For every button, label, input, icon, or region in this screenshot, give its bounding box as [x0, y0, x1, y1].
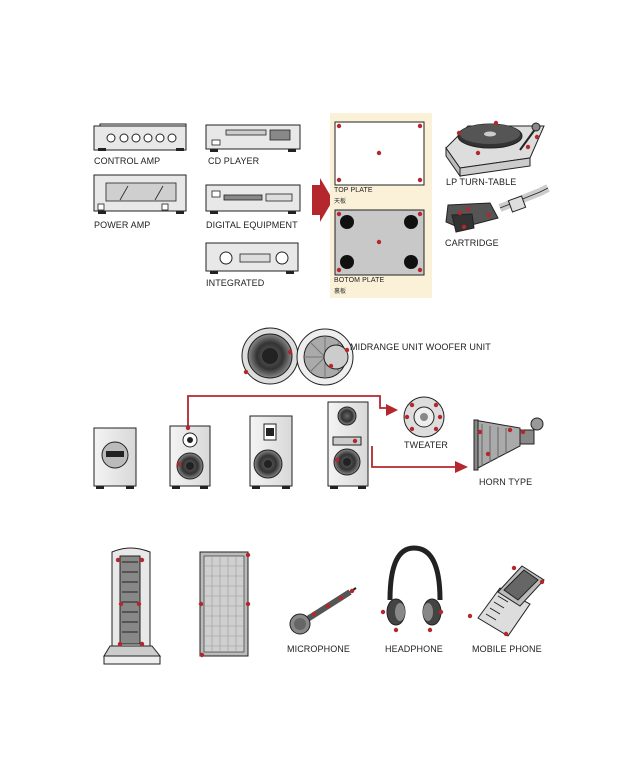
- horn-icon: [473, 417, 544, 471]
- label-bottom-plate: BOTOM PLATE: [334, 277, 385, 284]
- speaker-three-way-icon: [327, 401, 369, 489]
- label-mobile-phone: MOBILE PHONE: [472, 644, 542, 654]
- control-amp-icon: [93, 123, 187, 151]
- mobile-phone-icon: [467, 565, 545, 637]
- turntable-icon: [445, 120, 545, 178]
- column-speaker-icon: [103, 547, 162, 665]
- label-control-amp: CONTROL AMP: [94, 156, 161, 166]
- woofer-unit-icon: [296, 328, 354, 386]
- label-top-plate-jp: 天板: [334, 198, 347, 205]
- microphone-icon: [289, 587, 357, 635]
- label-top-plate: TOP PLATE: [334, 187, 373, 194]
- label-integrated: INTEGRATED: [206, 278, 265, 288]
- speaker-small-icon: [93, 427, 137, 489]
- top-plate-icon: [334, 121, 425, 186]
- digital-equipment-icon: [205, 184, 301, 214]
- label-microphone: MICROPHONE: [287, 644, 351, 654]
- tweeter-icon: [403, 396, 445, 438]
- headphone-icon: [380, 545, 444, 633]
- label-midrange-woofer: MIDRANGE UNIT WOOFER UNIT: [350, 342, 491, 352]
- label-lp-turntable: LP TURN-TABLE: [446, 177, 517, 187]
- label-digital-equipment: DIGITAL EQUIPMENT: [206, 220, 298, 230]
- midrange-unit-icon: [241, 327, 299, 385]
- label-bottom-plate-jp: 裏板: [334, 288, 347, 295]
- integrated-amp-icon: [205, 242, 299, 274]
- bottom-plate-icon: [334, 209, 425, 276]
- label-cd-player: CD PLAYER: [208, 156, 260, 166]
- label-horn-type: HORN TYPE: [479, 477, 533, 487]
- speaker-tall-icon: [249, 415, 293, 489]
- arrow-to-horn: [455, 461, 468, 473]
- label-cartridge: CARTRIDGE: [445, 238, 499, 248]
- cartridge-icon: [445, 184, 550, 233]
- red-arrow-icon: [312, 178, 333, 222]
- speaker-bookshelf-icon: [169, 425, 211, 489]
- label-headphone: HEADPHONE: [385, 644, 443, 654]
- label-power-amp: POWER AMP: [94, 220, 151, 230]
- panel-speaker-icon: [198, 551, 251, 658]
- connector-lines: [187, 395, 455, 468]
- label-tweater: TWEATER: [404, 440, 449, 450]
- arrow-to-tweeter: [386, 404, 398, 416]
- cd-player-icon: [205, 124, 301, 152]
- power-amp-icon: [93, 174, 187, 214]
